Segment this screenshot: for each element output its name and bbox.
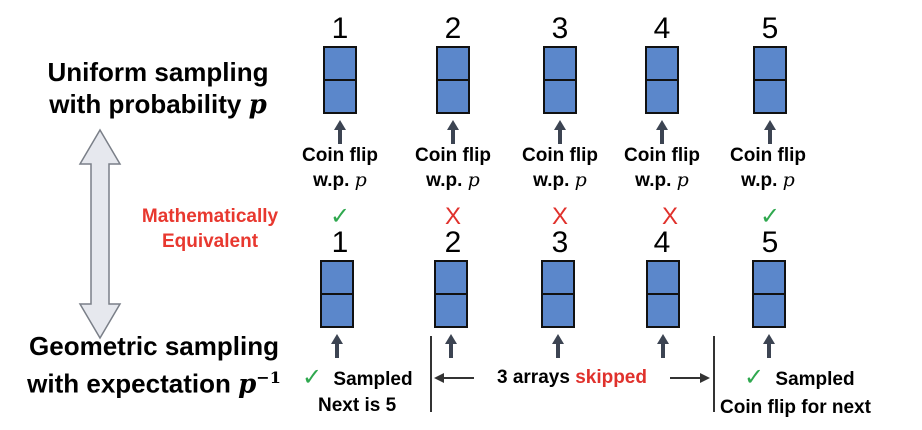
uniform-title-line2: with probability p (49, 89, 267, 120)
bottom-array-number: 4 (653, 226, 671, 259)
bottom-array-box (646, 260, 680, 328)
uniform-title-line1: Uniform sampling (47, 57, 269, 87)
bottom-array-box (320, 260, 354, 328)
up-arrow-icon (656, 120, 668, 144)
equiv-line2: Equivalent (161, 231, 259, 252)
geometric-title-exponent: −1 (256, 368, 281, 387)
top-array-number: 5 (761, 12, 779, 45)
coin-flip-label: Coin flip w.p. p (415, 145, 491, 191)
cross-mark-icon: X (444, 203, 461, 230)
cross-mark-icon: X (551, 203, 568, 230)
top-array-box (645, 46, 679, 114)
skip-span-double-arrow (434, 373, 710, 383)
bottom-array-number: 1 (331, 226, 349, 259)
bottom-array-number: 2 (444, 226, 462, 259)
uniform-title-var: p (248, 90, 267, 120)
right-sampled-label: ✓ Sampled (744, 364, 855, 391)
arrays-skipped-label: 3 arrays skipped (497, 367, 647, 388)
bottom-array-box (752, 260, 786, 328)
up-arrow-icon (552, 334, 564, 358)
up-arrow-icon (445, 334, 457, 358)
up-arrow-icon (764, 120, 776, 144)
geometric-title-var: p (238, 369, 257, 400)
equiv-line1: Mathematically (141, 206, 279, 227)
check-mark-icon: ✓ (759, 203, 781, 230)
check-mark-icon: ✓ (744, 364, 765, 391)
top-array-number: 3 (551, 12, 569, 45)
left-sampled-label: ✓ Sampled (302, 364, 413, 391)
bottom-array-number: 3 (551, 226, 569, 259)
top-array-box (436, 46, 470, 114)
coin-flip-label: Coin flip w.p. p (302, 145, 378, 191)
top-array-box (323, 46, 357, 114)
up-arrow-icon (334, 120, 346, 144)
divider-line (713, 336, 715, 412)
divider-line (430, 336, 432, 412)
top-array-box (753, 46, 787, 114)
check-mark-icon: ✓ (302, 364, 323, 391)
geometric-title-line2: with expectation p−1 (27, 368, 281, 400)
coin-flip-label: Coin flip w.p. p (522, 145, 598, 191)
up-arrow-icon (331, 334, 343, 358)
uniform-sampling-title: Uniform sampling with probability p (18, 56, 298, 121)
coin-flip-label: Coin flip w.p. p (624, 145, 700, 191)
check-mark-icon: ✓ (329, 203, 351, 230)
up-arrow-icon (554, 120, 566, 144)
coin-flip-label: Coin flip w.p. p (730, 145, 806, 191)
top-array-number: 1 (331, 12, 349, 45)
top-array-number: 2 (444, 12, 462, 45)
top-array-box (543, 46, 577, 114)
double-headed-arrow-icon (78, 128, 122, 340)
up-arrow-icon (447, 120, 459, 144)
bottom-array-box (434, 260, 468, 328)
geometric-sampling-title: Geometric sampling with expectation p−1 (4, 330, 304, 401)
up-arrow-icon (763, 334, 775, 358)
next-is-label: Next is 5 (318, 395, 397, 416)
mathematically-equivalent-label: Mathematically Equivalent (118, 204, 302, 254)
top-array-number: 4 (653, 12, 671, 45)
up-arrow-icon (657, 334, 669, 358)
geometric-title-line1: Geometric sampling (29, 331, 279, 361)
cross-mark-icon: X (661, 203, 678, 230)
coin-flip-for-next-label: Coin flip for next (720, 397, 871, 418)
bottom-array-number: 5 (761, 226, 779, 259)
bottom-array-box (541, 260, 575, 328)
